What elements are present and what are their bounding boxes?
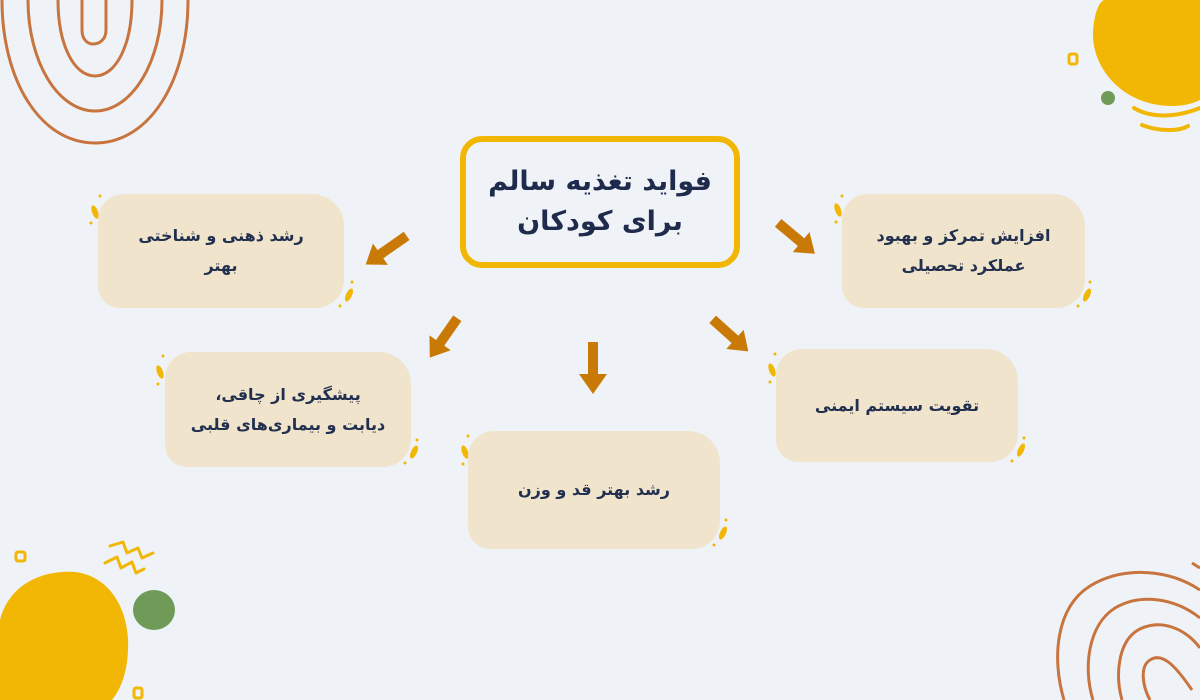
- arrows: [365, 219, 815, 394]
- arrow-to-immunity-icon: [709, 315, 749, 352]
- benefit-text-line-1: رشد ذهنی و شناختی: [138, 226, 304, 245]
- benefit-text-line-2: بهتر: [204, 256, 238, 275]
- benefit-card-prevention: پیشگیری از چاقی، دیابت و بیماری‌های قلبی: [165, 352, 411, 467]
- title-box: فواید تغذیه سالم برای کودکان: [460, 136, 740, 268]
- benefit-text-line-1: تقویت سیستم ایمنی: [814, 395, 980, 415]
- benefit-card-focus: افزایش تمرکز و بهبود عملکرد تحصیلی: [842, 194, 1085, 308]
- benefit-card-growth: رشد بهتر قد و وزن: [468, 431, 720, 549]
- top-left-arches-icon: [0, 0, 190, 145]
- benefit-text-line-1: رشد بهتر قد و وزن: [518, 480, 670, 499]
- benefit-text-line-1: افزایش تمرکز و بهبود: [876, 226, 1051, 245]
- benefit-text-line-1: پیشگیری از چاقی،: [215, 384, 361, 404]
- card-sparkles: [89, 194, 1092, 547]
- benefit-card-immunity: تقویت سیستم ایمنی: [776, 349, 1018, 462]
- title-line-1: فواید تغذیه سالم: [488, 166, 712, 197]
- green-dot-icon: [1101, 91, 1115, 105]
- arrow-to-focus-icon: [774, 219, 815, 254]
- benefit-text-line-2: عملکرد تحصیلی: [901, 256, 1026, 275]
- benefit-card-cognitive: رشد ذهنی و شناختی بهتر: [98, 194, 344, 308]
- arrow-to-growth-icon: [579, 342, 607, 394]
- green-blob-icon: [133, 590, 175, 630]
- arrow-to-prevention-icon: [429, 315, 462, 358]
- benefit-text-line-2: دیابت و بیماری‌های قلبی: [190, 414, 386, 434]
- bottom-right-arches-icon: [1056, 561, 1200, 700]
- arrow-to-cognitive-icon: [365, 231, 410, 265]
- bottom-left-yellow-blob: [0, 571, 129, 700]
- title-line-2: برای کودکان: [517, 206, 683, 237]
- top-right-yellow-blob: [1092, 0, 1200, 106]
